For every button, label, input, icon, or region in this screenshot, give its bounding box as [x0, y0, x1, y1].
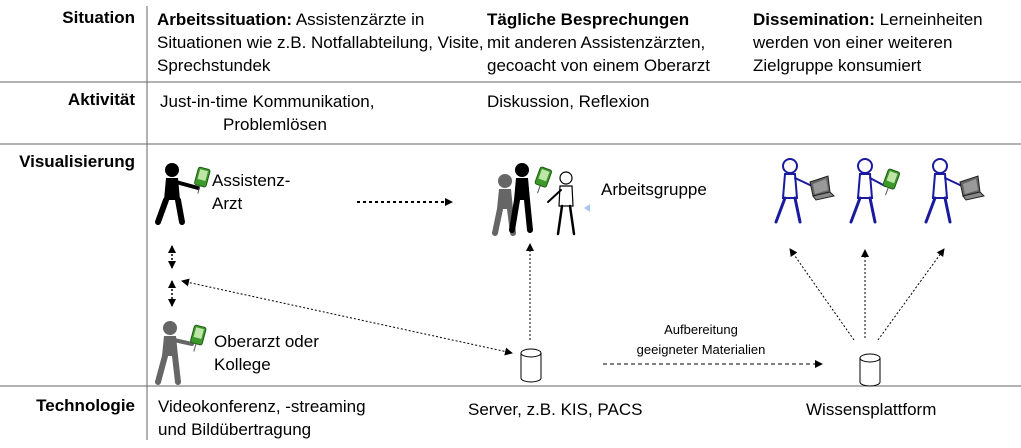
oberarzt-label-line1: Oberarzt oder [214, 332, 319, 351]
dissemination-arrows [789, 248, 945, 341]
arrow-oberarzt-server [181, 278, 513, 356]
technologie-col2: Server, z.B. KIS, PACS [468, 400, 643, 419]
dissemination-person-2-icon [849, 158, 901, 224]
row-label-technologie: Technologie [36, 396, 135, 415]
technologie-col1-line2: und Bildübertragung [158, 420, 312, 439]
row-label-visualisierung: Visualisierung [19, 152, 135, 171]
arbeitsgruppe-label: Arbeitsgruppe [601, 180, 707, 199]
wissensplattform-database-icon [859, 353, 881, 387]
situation-col3: Dissemination: Lerneinheiten werden von … [753, 8, 1015, 77]
aufbereitung-label-line2: geeigneter Materialien [636, 342, 766, 357]
dissemination-person-1-icon [774, 158, 835, 224]
situation-col1-head: Arbeitssituation: [157, 10, 293, 29]
aktivitaet-col1-line1: Just-in-time Kommunikation, [160, 92, 375, 111]
situation-col2-text: mit anderen Assistenzärzten, gecoacht vo… [487, 33, 711, 75]
aktivitaet-col1-line2: Problemlösen [223, 115, 327, 134]
situation-col3-text: Lerneinheiten werden von einer weiteren … [753, 10, 983, 75]
arbeitsgruppe-group-icon [492, 163, 590, 236]
server-database-icon [520, 348, 542, 383]
oberarzt-person-icon [155, 321, 207, 385]
row-label-situation: Situation [62, 8, 135, 27]
aufbereitung-label-line1: Aufbereitung [664, 322, 738, 337]
aktivitaet-col2: Diskussion, Reflexion [487, 92, 650, 111]
situation-col2: Tägliche Besprechungen mit anderen Assis… [487, 8, 749, 77]
oberarzt-label-line2: Kollege [214, 355, 271, 374]
situation-col1-text: Assistenzärzte in Situationen wie z.B. N… [157, 10, 484, 75]
situation-col3-head: Dissemination: [753, 10, 875, 29]
technologie-col3: Wissensplattform [806, 400, 937, 419]
table-grid [0, 6, 1021, 440]
assistenz-label-line2: Arzt [212, 194, 243, 213]
situation-col2-head: Tägliche Besprechungen [487, 10, 690, 29]
situation-col1: Arbeitssituation: Assistenzärzte in Situ… [157, 8, 487, 77]
dissemination-person-3-icon [924, 158, 985, 224]
row-label-aktivitaet: Aktivität [67, 90, 135, 109]
assistenzarzt-person-icon [155, 163, 211, 225]
technologie-col1-line1: Videokonferenz, -streaming [158, 397, 366, 416]
assistenz-label-line1: Assistenz- [212, 171, 291, 190]
